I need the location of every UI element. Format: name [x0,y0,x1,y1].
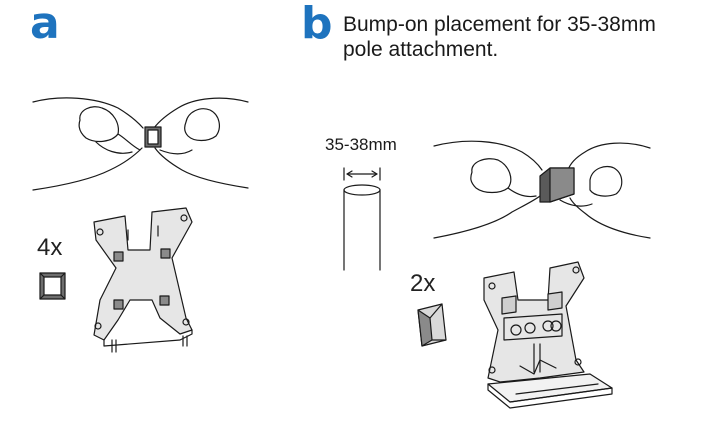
hands-illustration-a [32,97,249,191]
bumper-icon-b [417,303,447,347]
pole-illustration [343,167,381,271]
bumper-icon-a [39,272,66,300]
step-label-b: b [301,0,333,49]
mounting-plate-b [483,261,613,409]
mounting-plate-a [93,207,193,353]
bumper-held-b [539,167,575,203]
pole-diameter-label: 35-38mm [325,135,397,154]
caption-line-2: pole attachment. [343,38,499,61]
quantity-label-b: 2x [410,270,436,297]
step-b-caption: Bump-on placement for 35-38mm pole attac… [343,12,656,62]
hands-illustration-b [433,140,651,239]
caption-line-1: Bump-on placement for 35-38mm [343,13,656,36]
step-label-a: a [30,0,60,49]
bumper-held-a [144,126,162,148]
quantity-label-a: 4x [37,234,63,261]
